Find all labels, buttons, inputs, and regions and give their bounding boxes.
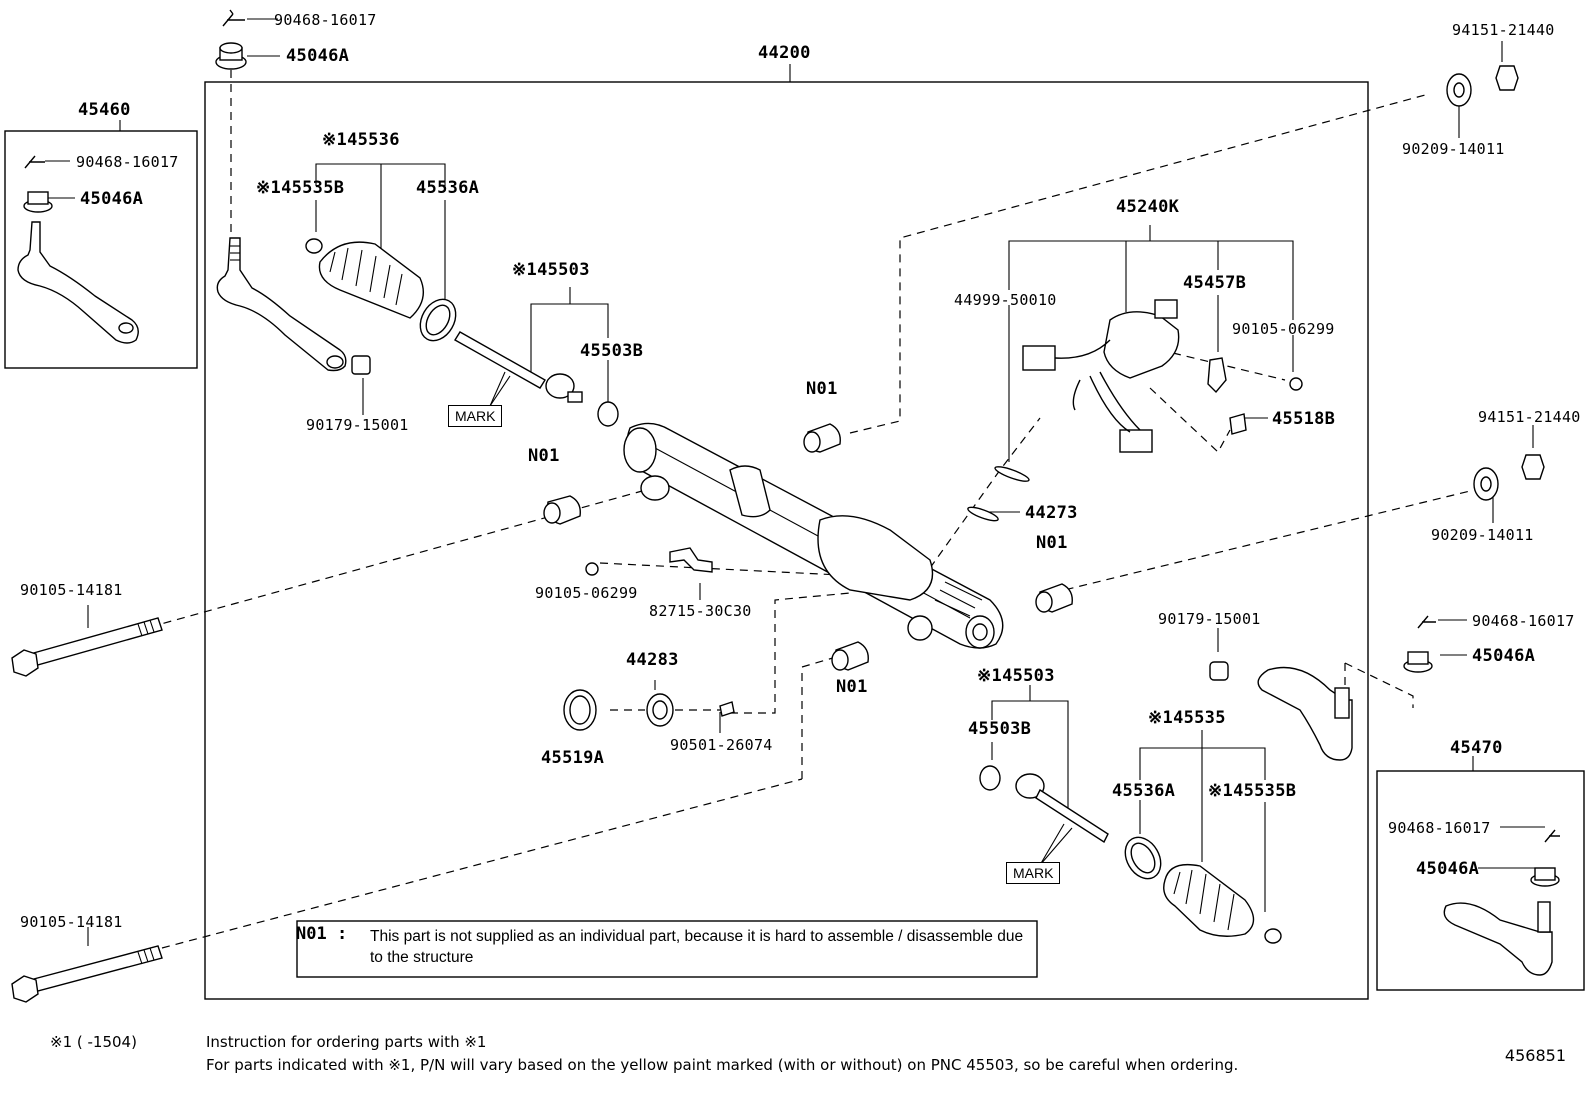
mark-rh: MARK [1006,862,1061,884]
label-bolt-upper[interactable]: 90105-14181 [20,581,123,599]
rh-rack-end[interactable] [1015,773,1109,844]
lh-boot-clip[interactable] [413,293,463,347]
label-nut-rh-upper[interactable]: 94151-21440 [1452,21,1555,39]
plug-44283[interactable] [646,693,674,727]
label-rack-end-lh[interactable]: ※145503 [512,260,590,280]
label-oring-44999[interactable]: 44999-50010 [954,291,1057,309]
rh-boot-clip[interactable] [1118,831,1168,885]
label-clip-rh[interactable]: 45536A [1112,781,1176,801]
label-nut-box-rh[interactable]: 45046A [1416,859,1480,879]
label-seal-45519a[interactable]: 45519A [541,748,605,768]
rh-washer-mid[interactable] [1473,467,1499,501]
label-washer-rh-mid[interactable]: 90209-14011 [1431,526,1534,544]
label-n01-lower[interactable]: N01 [836,677,868,697]
rh-nut-mid [1521,454,1545,480]
label-washer-lh[interactable]: 45503B [580,341,644,361]
label-motor-assembly[interactable]: 45240K [1116,197,1180,217]
rh-cotter-pin-icon [1417,615,1436,629]
screw-90501 [719,701,735,717]
label-nut-rh[interactable]: 45046A [1472,646,1536,666]
label-main-assembly[interactable]: 44200 [758,43,811,63]
label-pin-top[interactable]: 90468-16017 [274,11,377,29]
top-nut-45046a[interactable] [215,42,247,70]
label-plug-44283[interactable]: 44283 [626,650,679,670]
screw-90105-06299 [1289,377,1303,391]
label-small-bolt[interactable]: 90105-06299 [535,584,638,602]
cotter-pin-icon [222,9,245,27]
label-boot-kit-rh[interactable]: ※145535 [1148,708,1226,728]
label-bushing-lh[interactable]: 90179-15001 [306,416,409,434]
steering-gear-housing[interactable] [623,422,1004,649]
label-bolt-lower[interactable]: 90105-14181 [20,913,123,931]
label-screw-90501[interactable]: 90501-26074 [670,736,773,754]
n01-bushing-upper[interactable] [803,423,841,453]
label-washer-rh[interactable]: 45503B [968,719,1032,739]
rh-washer [979,765,1001,791]
lh-tie-rod-end[interactable] [216,237,347,372]
n01-bushing-lower[interactable] [831,641,869,671]
mark-lh: MARK [448,405,503,427]
bolt-90105-14181-upper[interactable] [11,617,163,677]
motor-assembly-45240k[interactable] [1022,299,1180,453]
label-clip-lh[interactable]: 45536A [416,178,480,198]
label-n01-left[interactable]: N01 [528,446,560,466]
label-bracket-45457b[interactable]: 45457B [1183,273,1247,293]
label-clamp-lh[interactable]: ※145535B [256,178,345,198]
rh-nut-45046a[interactable] [1403,651,1433,673]
label-n01-right[interactable]: N01 [1036,533,1068,553]
rh-tie-rod-box [1376,770,1585,991]
label-screw-90105[interactable]: 90105-06299 [1232,320,1335,338]
label-nut-rh-mid[interactable]: 94151-21440 [1478,408,1581,426]
label-bushing-rh[interactable]: 90179-15001 [1158,610,1261,628]
rh-boot-clamp [1264,928,1282,944]
label-bolt-45518b[interactable]: 45518B [1272,409,1336,429]
label-clamp-82715[interactable]: 82715-30C30 [649,602,752,620]
label-oring-44273[interactable]: 44273 [1025,503,1078,523]
note-code: N01 : [296,924,348,944]
lh-washer [597,401,619,427]
footer-line1: Instruction for ordering parts with ※1 [206,1033,487,1051]
label-nut-top[interactable]: 45046A [286,46,350,66]
box-rh-tie-rod-end[interactable] [1443,829,1560,976]
rh-bushing-90179 [1209,661,1229,681]
clamp-82715 [669,547,713,573]
label-rack-end-rh[interactable]: ※145503 [977,666,1055,686]
oring-44273 [967,506,999,522]
label-n01-upper[interactable]: N01 [806,379,838,399]
bolt-45518b [1229,413,1247,435]
small-bolt-90105-06299 [585,562,599,576]
oring-44999 [994,466,1030,482]
main-assembly-frame [204,81,1369,1000]
n01-bushing-left[interactable] [543,495,581,525]
rh-nut-upper [1495,65,1519,91]
label-nut-box-lh[interactable]: 45046A [80,189,144,209]
lh-tie-rod-box [4,130,198,369]
label-pin-box-rh[interactable]: 90468-16017 [1388,819,1491,837]
label-lh-box[interactable]: 45460 [78,100,131,120]
note-text: This part is not supplied as an individu… [370,928,1024,966]
seal-45519a[interactable] [563,689,597,731]
box-lh-tie-rod-end[interactable] [17,155,139,344]
lh-bushing-90179[interactable] [351,355,371,375]
bolt-90105-14181-lower[interactable] [11,945,163,1003]
note-box [296,920,1038,978]
figure-number: 456851 [1504,1046,1566,1065]
label-pin-rh[interactable]: 90468-16017 [1472,612,1575,630]
label-clamp-rh[interactable]: ※145535B [1208,781,1297,801]
lh-steering-boot[interactable] [305,238,424,319]
label-rh-box[interactable]: 45470 [1450,738,1503,758]
label-boot-kit-lh[interactable]: ※145536 [322,130,400,150]
label-washer-rh-upper[interactable]: 90209-14011 [1402,140,1505,158]
rh-washer-upper[interactable] [1446,73,1472,107]
lh-rack-end[interactable] [454,331,583,403]
bracket-45457b [1207,357,1227,394]
rh-tie-rod-end[interactable] [1257,666,1353,761]
rh-steering-boot[interactable] [1163,863,1255,937]
footer-marker: ※1 ( -1504) [50,1033,137,1051]
footer-line2: For parts indicated with ※1, P/N will va… [206,1056,1239,1074]
n01-bushing-right[interactable] [1035,583,1073,613]
label-pin-box-lh[interactable]: 90468-16017 [76,153,179,171]
